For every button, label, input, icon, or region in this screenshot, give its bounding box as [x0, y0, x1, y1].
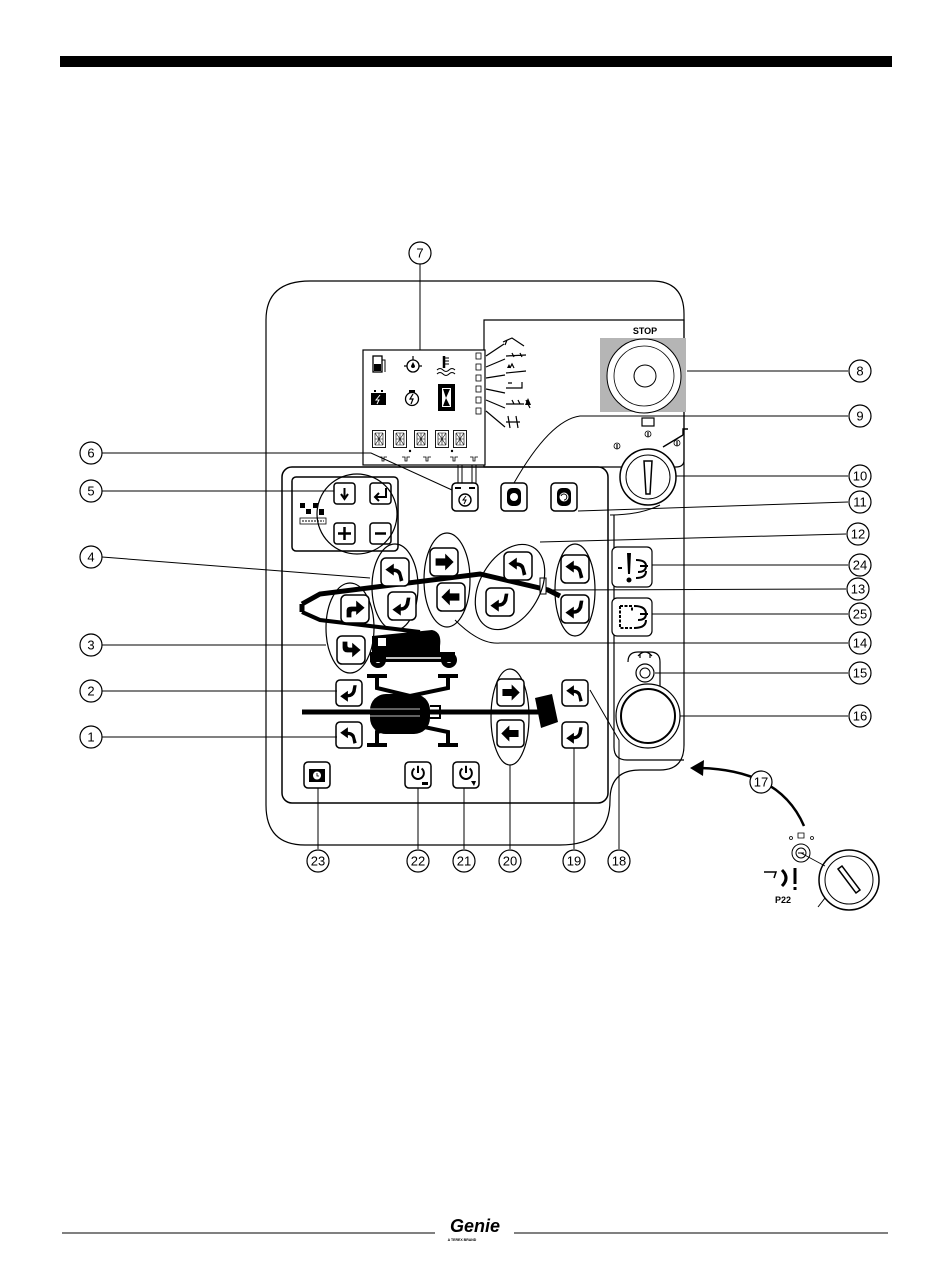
- callout-13: 13: [847, 578, 869, 600]
- function-indicator-icons: [486, 338, 530, 428]
- callout-22: 22: [407, 850, 429, 872]
- key-position-markers: [614, 418, 688, 449]
- callout-number: 5: [87, 484, 94, 499]
- jib-rotate-down-button[interactable]: [562, 722, 588, 748]
- callout-number: 13: [851, 582, 865, 597]
- primary-boom-down-button[interactable]: [388, 592, 416, 620]
- primary-boom-extend-button[interactable]: [430, 548, 458, 576]
- callout-17: 17: [750, 771, 772, 793]
- callout-23: 23: [307, 850, 329, 872]
- lcd-digit-2: [394, 431, 407, 448]
- callout-number: 23: [311, 854, 325, 869]
- callout-number: 15: [853, 666, 867, 681]
- stop-label: STOP: [633, 326, 657, 336]
- platform-rotate-left-button[interactable]: [497, 720, 524, 747]
- battery-icon: [371, 391, 386, 405]
- lcd-digit-5: [454, 431, 467, 448]
- callout-number: 14: [853, 636, 867, 651]
- callout-8: 8: [849, 360, 871, 382]
- platform-level-down-button[interactable]: [561, 595, 589, 623]
- callout-11: 11: [849, 491, 871, 513]
- callout-number: 16: [853, 709, 867, 724]
- generator-power-button[interactable]: [405, 762, 431, 788]
- callout-16: 16: [849, 705, 871, 727]
- callout-number: 2: [87, 684, 94, 699]
- callout-5: 5: [80, 480, 102, 502]
- keypad-minus-button[interactable]: [370, 523, 391, 544]
- hour-meter-icon: [438, 384, 455, 411]
- hour-meter-button[interactable]: [304, 762, 330, 788]
- genie-logo: Genie: [450, 1216, 500, 1236]
- callout-18: 18: [608, 850, 630, 872]
- callout-number: 1: [87, 730, 94, 745]
- jib-rotate-up-button[interactable]: [562, 680, 588, 706]
- function-enable-button[interactable]: [616, 684, 680, 748]
- stop-button[interactable]: [607, 339, 681, 413]
- platform-level-up-button[interactable]: [561, 555, 589, 583]
- glow-plug-button[interactable]: [501, 483, 527, 511]
- callout-20: 20: [499, 850, 521, 872]
- genie-tagline: A TEREX BRAND: [448, 1238, 477, 1242]
- callout-12: 12: [847, 523, 869, 545]
- primary-boom-up-button[interactable]: [381, 558, 409, 586]
- primary-boom-retract-button[interactable]: [437, 583, 465, 611]
- turntable-rotate-left-button[interactable]: [336, 680, 362, 706]
- emergency-power-button[interactable]: [452, 483, 478, 511]
- engine-start-button[interactable]: [551, 483, 577, 511]
- callout-number: 20: [503, 854, 517, 869]
- lights-power-button[interactable]: [453, 762, 479, 788]
- system-fault-indicator: [612, 547, 652, 587]
- jib-boom-up-button[interactable]: [504, 552, 532, 580]
- callout-number: 19: [567, 854, 581, 869]
- callout-9: 9: [849, 405, 871, 427]
- callout-3: 3: [80, 634, 102, 656]
- callout-number: 24: [853, 558, 867, 573]
- callout-number: 9: [856, 409, 863, 424]
- lcd-digit-1: [373, 431, 386, 448]
- ac-outlet-indicator: [636, 664, 654, 682]
- callout-21: 21: [453, 850, 475, 872]
- callout-number: 8: [856, 364, 863, 379]
- callout-6: 6: [80, 442, 102, 464]
- callout-4: 4: [80, 546, 102, 568]
- secondary-boom-up-button[interactable]: [341, 595, 369, 623]
- callout-number: 3: [87, 638, 94, 653]
- keypad-plus-button[interactable]: [334, 523, 355, 544]
- callout-number: 11: [853, 495, 867, 510]
- callout-number: 7: [416, 246, 423, 261]
- callout-number: 12: [851, 527, 865, 542]
- callout-number: 4: [87, 550, 94, 565]
- callout-number: 17: [754, 775, 768, 790]
- callout-number: 6: [87, 446, 94, 461]
- key-label: P22: [775, 895, 791, 905]
- jib-boom-down-button[interactable]: [486, 588, 514, 616]
- keypad-down-button[interactable]: [334, 483, 355, 504]
- turntable-rotate-right-button[interactable]: [336, 722, 362, 748]
- callout-24: 24: [849, 554, 871, 576]
- callout-7: 7: [409, 242, 431, 264]
- callout-14: 14: [849, 632, 871, 654]
- callout-2: 2: [80, 680, 102, 702]
- callout-19: 19: [563, 850, 585, 872]
- callout-10: 10: [849, 465, 871, 487]
- secondary-boom-down-button[interactable]: [337, 636, 365, 664]
- keypad-enter-button[interactable]: [370, 483, 391, 504]
- callout-number: 25: [853, 607, 867, 622]
- callout-number: 22: [411, 854, 425, 869]
- callout-1: 1: [80, 726, 102, 748]
- platform-rotate-right-button[interactable]: [497, 679, 524, 706]
- lcd-digit-3: [415, 431, 428, 448]
- callout-25: 25: [849, 603, 871, 625]
- callout-15: 15: [849, 662, 871, 684]
- check-engine-indicator: [612, 598, 652, 636]
- key-switch-key: [644, 461, 652, 494]
- lcd-digit-4: [436, 431, 449, 448]
- callout-number: 21: [457, 854, 471, 869]
- callout-number: 10: [853, 469, 867, 484]
- callout-number: 18: [612, 854, 626, 869]
- header-bar: [60, 56, 892, 67]
